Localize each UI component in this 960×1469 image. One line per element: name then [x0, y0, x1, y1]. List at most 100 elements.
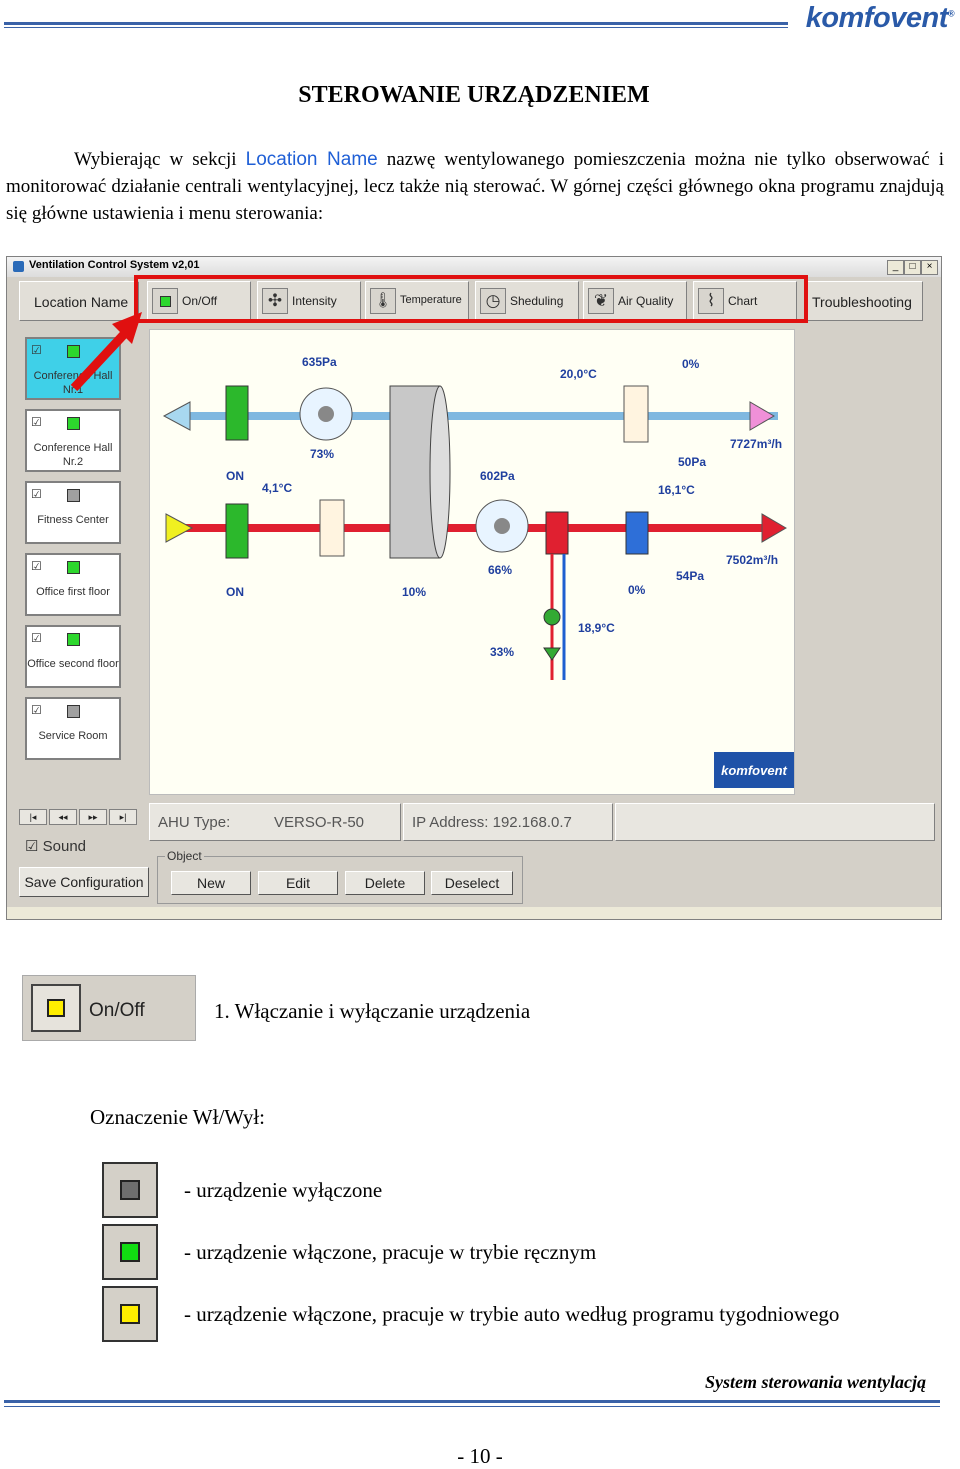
room-item[interactable]: ☑ Conference Hall Nr.1 — [25, 337, 121, 400]
yellow-square-icon — [102, 1286, 158, 1342]
legend-text-off: - urządzenie wyłączone — [184, 1178, 383, 1202]
header-rule-thin — [4, 27, 788, 28]
label-t-mid: 16,1°C — [658, 483, 695, 497]
damper-bottom — [225, 503, 249, 559]
ahu-type-value: VERSO-R-50 — [274, 814, 365, 831]
room-checkbox[interactable]: ☑ — [31, 703, 42, 717]
deselect-button[interactable]: Deselect — [431, 871, 513, 895]
label-t-supply: 20,0°C — [560, 367, 597, 381]
close-button[interactable]: × — [921, 260, 938, 275]
damper-top — [225, 385, 249, 441]
room-item[interactable]: ☑ Office first floor — [25, 553, 121, 616]
footer-rule-thin — [4, 1406, 940, 1407]
label-valve: 33% — [490, 645, 514, 659]
toolbar-highlight-frame — [134, 275, 808, 323]
prev-button[interactable]: ◂◂ — [49, 809, 77, 825]
tab-air-quality[interactable]: ❦ Air Quality — [583, 281, 687, 321]
legend-text-manual: - urządzenie włączone, pracuje w trybie … — [184, 1240, 597, 1264]
room-item[interactable]: ☑ Fitness Center — [25, 481, 121, 544]
exhaust-in-arrow — [749, 401, 775, 431]
maximize-button[interactable]: □ — [904, 260, 921, 275]
new-button[interactable]: New — [171, 871, 251, 895]
window-titlebar: Ventilation Control System v2,01 _ □ × — [7, 257, 941, 277]
red-arrow-icon — [70, 312, 142, 392]
status-box — [615, 803, 935, 841]
komfovent-badge — [714, 752, 794, 788]
pump — [543, 608, 561, 626]
legend-title: Oznaczenie Wł/Wył: — [90, 1105, 266, 1129]
room-name: Fitness Center — [37, 514, 109, 526]
room-checkbox[interactable]: ☑ — [31, 415, 42, 429]
label-flow-bottom: 7502m³/h — [726, 553, 778, 567]
room-checkbox[interactable]: ☑ — [31, 487, 42, 501]
status-indicator — [67, 561, 80, 574]
on-off-button-enlarged: On/Off — [22, 975, 196, 1041]
label-fan1: 73% — [310, 447, 334, 461]
komfovent-logo: komfovent® — [805, 2, 955, 34]
label-t-water: 18,9°C — [578, 621, 615, 635]
tab-chart[interactable]: ⌇ Chart — [693, 281, 797, 321]
label-rotor: 10% — [402, 585, 426, 599]
filter-exhaust — [623, 385, 649, 443]
save-configuration-button[interactable]: Save Configuration — [19, 867, 149, 897]
clock-icon: ◷ — [480, 288, 506, 314]
room-checkbox[interactable]: ☑ — [31, 559, 42, 573]
legend-text-auto: - urządzenie włączone, pracuje w trybie … — [184, 1302, 840, 1326]
fresh-air-arrow — [165, 513, 194, 543]
window-status-strip — [7, 907, 941, 919]
status-indicator — [67, 417, 80, 430]
room-checkbox[interactable]: ☑ — [31, 343, 42, 357]
object-group — [157, 856, 523, 904]
room-name: Office first floor — [36, 586, 110, 598]
ip-address-box: IP Address: 192.168.0.7 — [403, 803, 613, 841]
header-rule — [4, 22, 788, 25]
minimize-button[interactable]: _ — [887, 260, 904, 275]
app-window: Ventilation Control System v2,01 _ □ × L… — [6, 256, 942, 920]
footer-rule — [4, 1400, 940, 1403]
room-name: Office second floor — [27, 658, 119, 670]
label-q-top: 0% — [682, 357, 700, 371]
room-checkbox[interactable]: ☑ — [31, 631, 42, 645]
cooler — [625, 511, 649, 555]
room-item[interactable]: ☑ Service Room — [25, 697, 121, 760]
window-title: Ventilation Control System v2,01 — [29, 259, 200, 271]
thermometer-icon: 🌡 — [370, 288, 396, 314]
app-icon — [13, 261, 24, 272]
label-p-filter2: 50Pa — [678, 455, 706, 469]
room-nav: |◂ ◂◂ ▸▸ ▸| — [19, 809, 139, 825]
room-name: Service Room — [38, 730, 108, 742]
tab-location-name[interactable]: Location Name — [19, 281, 139, 321]
room-item[interactable]: ☑ Conference Hall Nr.2 — [25, 409, 121, 472]
leaf-icon: ❦ — [588, 288, 614, 314]
next-button[interactable]: ▸▸ — [79, 809, 107, 825]
edit-button[interactable]: Edit — [258, 871, 338, 895]
label-damper2: ON — [226, 585, 244, 599]
label-flow-top: 7727m³/h — [730, 437, 782, 451]
label-t-out: 4,1°C — [262, 481, 292, 495]
label-damper1: ON — [226, 469, 244, 483]
grey-square-icon — [102, 1162, 158, 1218]
page-title: STEROWANIE URZĄDZENIEM — [298, 82, 650, 108]
room-item[interactable]: ☑ Office second floor — [25, 625, 121, 688]
svg-text:komfovent: komfovent — [721, 763, 787, 778]
sound-checkbox[interactable]: ☑ Sound — [25, 838, 86, 855]
room-list: ☑ Conference Hall Nr.1 ☑ Conference Hall… — [19, 329, 139, 781]
page-number: - 10 - — [457, 1444, 503, 1468]
section-caption: 1. Włączanie i wyłączanie urządzenia — [214, 999, 531, 1023]
tab-troubleshooting[interactable]: Troubleshooting — [805, 281, 923, 321]
tab-temperature[interactable]: 🌡 Temperature — [365, 281, 469, 321]
label-p-filter3: 54Pa — [676, 569, 704, 583]
chart-icon: ⌇ — [698, 288, 724, 314]
last-button[interactable]: ▸| — [109, 809, 137, 825]
tab-sheduling[interactable]: ◷ Sheduling — [475, 281, 579, 321]
object-group-label: Object — [165, 849, 204, 863]
yellow-square-icon — [31, 984, 81, 1032]
fan-icon: ✣ — [262, 288, 288, 314]
status-indicator — [67, 345, 80, 358]
footer-title: System sterowania wentylacją — [704, 1372, 926, 1392]
tab-on-off[interactable]: On/Off — [147, 281, 251, 321]
tab-intensity[interactable]: ✣ Intensity — [257, 281, 361, 321]
label-p1: 635Pa — [302, 355, 337, 369]
delete-button[interactable]: Delete — [345, 871, 425, 895]
first-button[interactable]: |◂ — [19, 809, 47, 825]
